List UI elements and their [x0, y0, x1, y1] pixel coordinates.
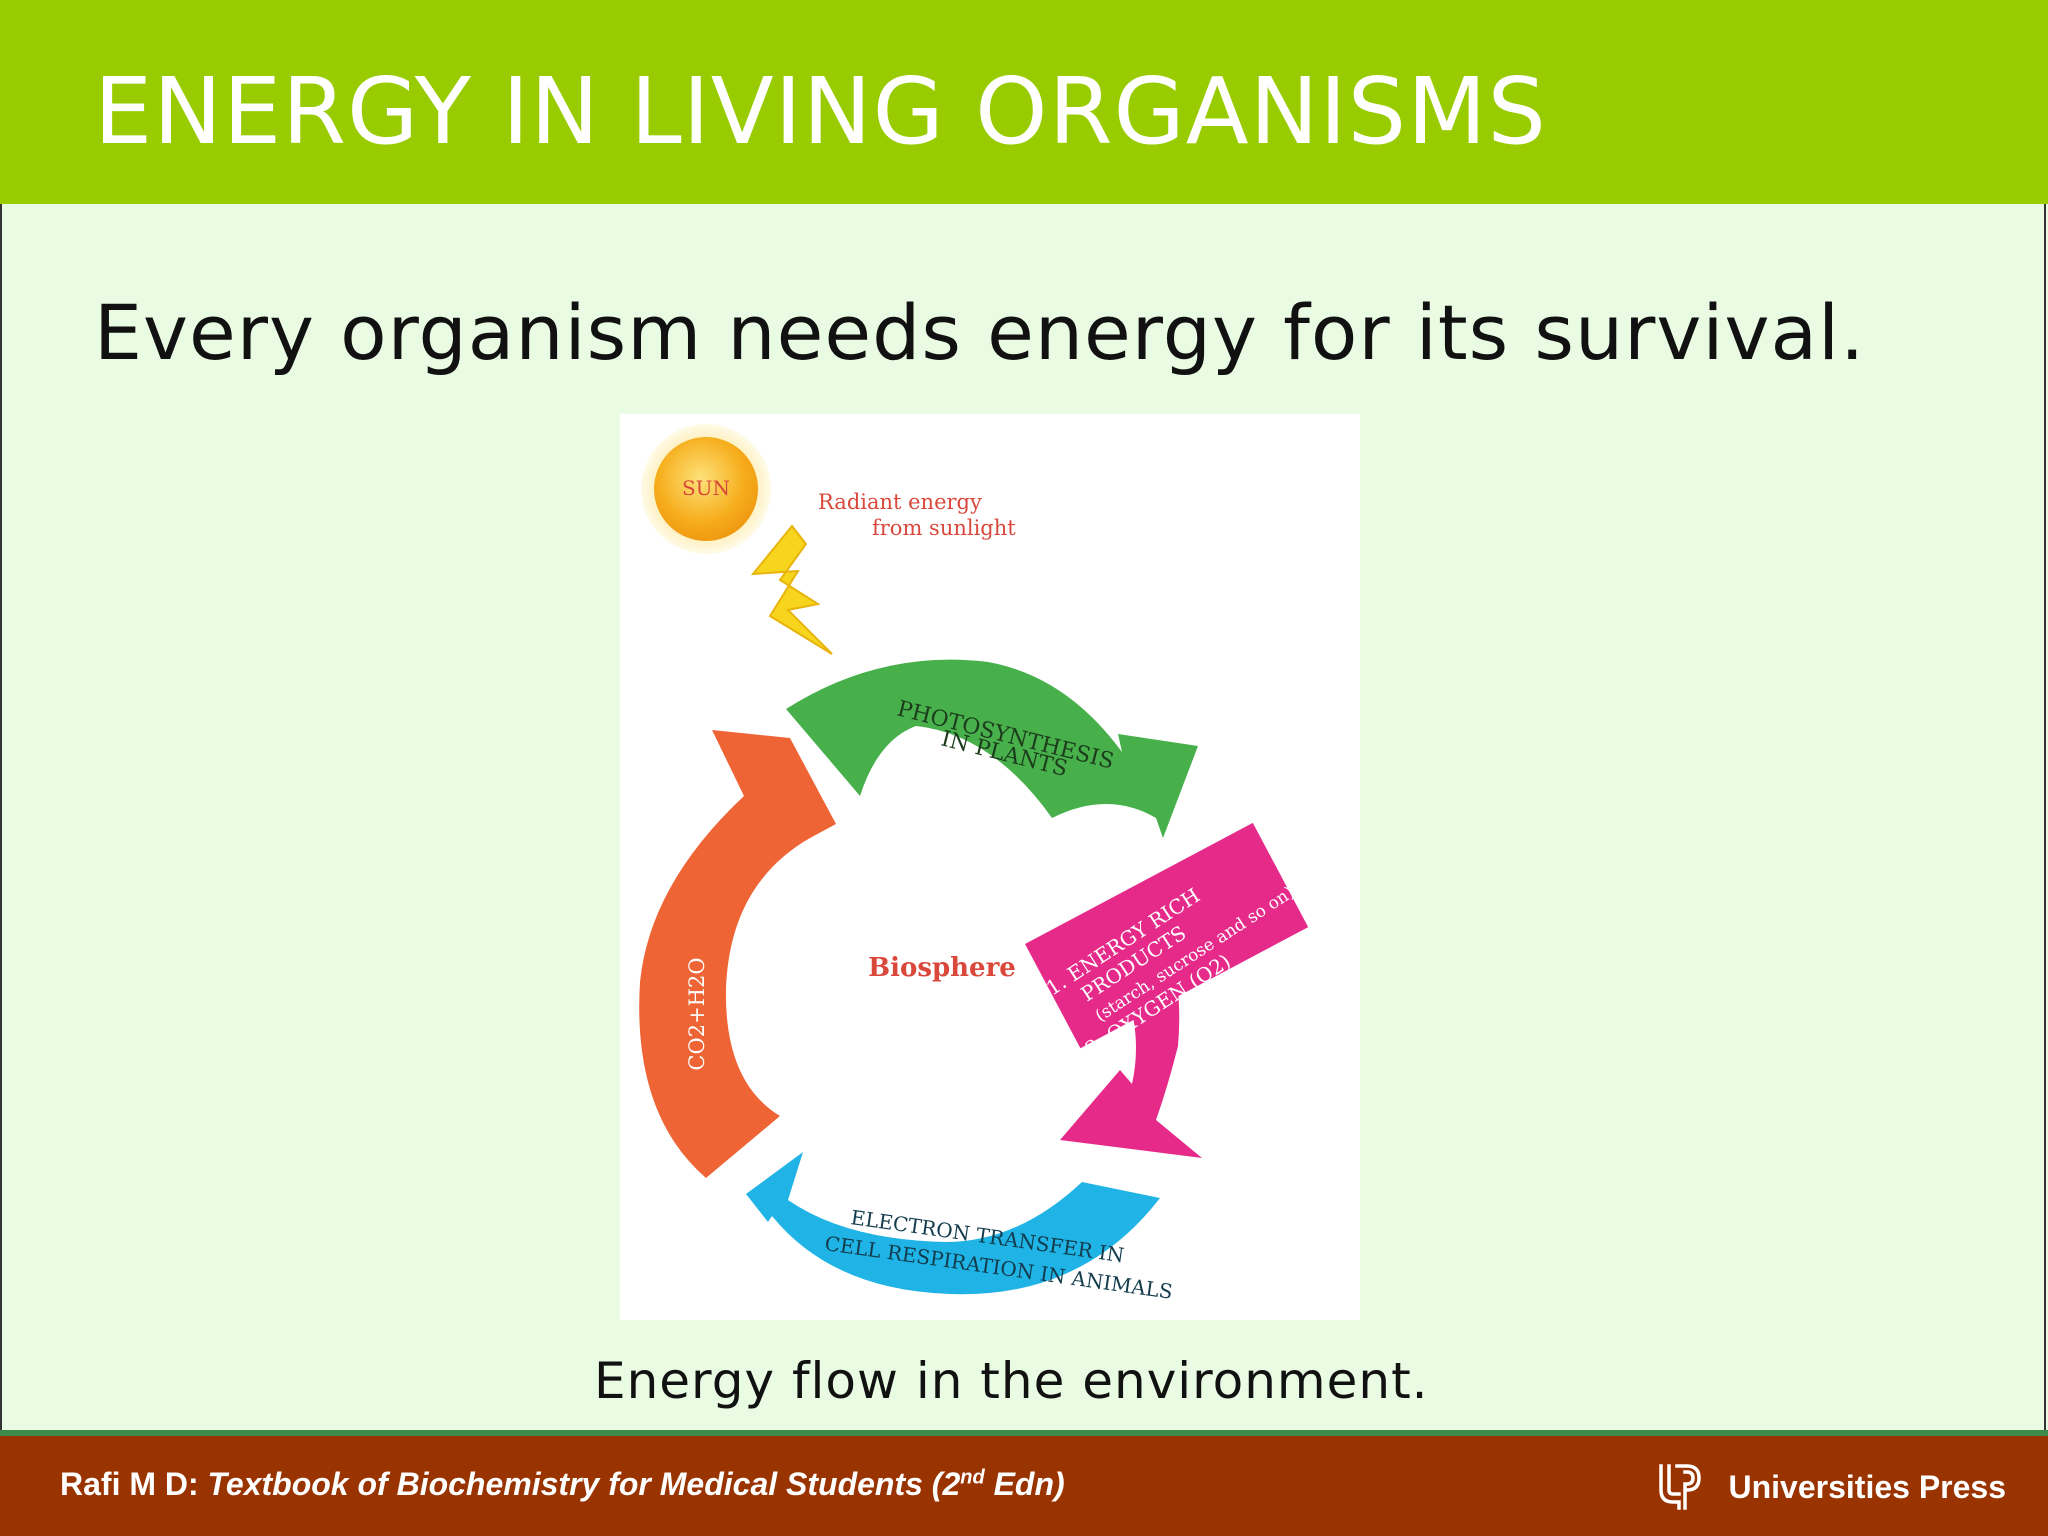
publisher: Universities Press — [1657, 1462, 2007, 1512]
footer: Rafi M D: Textbook of Biochemistry for M… — [0, 1436, 2048, 1536]
sun-icon — [654, 437, 758, 541]
universities-press-logo-icon — [1658, 1464, 1701, 1510]
footer-divider — [0, 1430, 2048, 1436]
footer-citation: Rafi M D: Textbook of Biochemistry for M… — [60, 1466, 1065, 1503]
radiant-energy-line1: Radiant energy — [818, 490, 982, 514]
content-area — [0, 204, 2046, 1432]
sun-label: SUN — [682, 476, 730, 500]
footer-author: Rafi M D: — [60, 1466, 208, 1502]
slide-header: ENERGY IN LIVING ORGANISMS — [0, 0, 2048, 204]
radiant-energy-line2: from sunlight — [872, 516, 1016, 540]
products-box — [1025, 822, 1309, 1049]
lightning-bolt-icon — [750, 524, 833, 655]
slide-title: ENERGY IN LIVING ORGANISMS — [94, 58, 1547, 165]
lead-sentence: Every organism needs energy for its surv… — [94, 288, 1866, 377]
energy-cycle-diagram: SUN Radiant energy from sunlight PHOTOSY… — [639, 424, 1309, 1304]
co2-h2o-arrow — [639, 730, 836, 1178]
electron-transfer-arrow — [746, 1152, 1160, 1295]
biosphere-label: Biosphere — [868, 953, 1016, 983]
footer-book-title: Textbook of Biochemistry for Medical Stu… — [207, 1466, 1065, 1502]
photosynthesis-arrow — [786, 659, 1198, 838]
figure-caption: Energy flow in the environment. — [594, 1352, 1429, 1410]
co2-h2o-label: CO2+H2O — [685, 957, 709, 1070]
energy-cycle-figure: SUN Radiant energy from sunlight PHOTOSY… — [620, 414, 1360, 1320]
edition-superscript: nd — [960, 1466, 985, 1489]
publisher-name: Universities Press — [1728, 1468, 2007, 1505]
